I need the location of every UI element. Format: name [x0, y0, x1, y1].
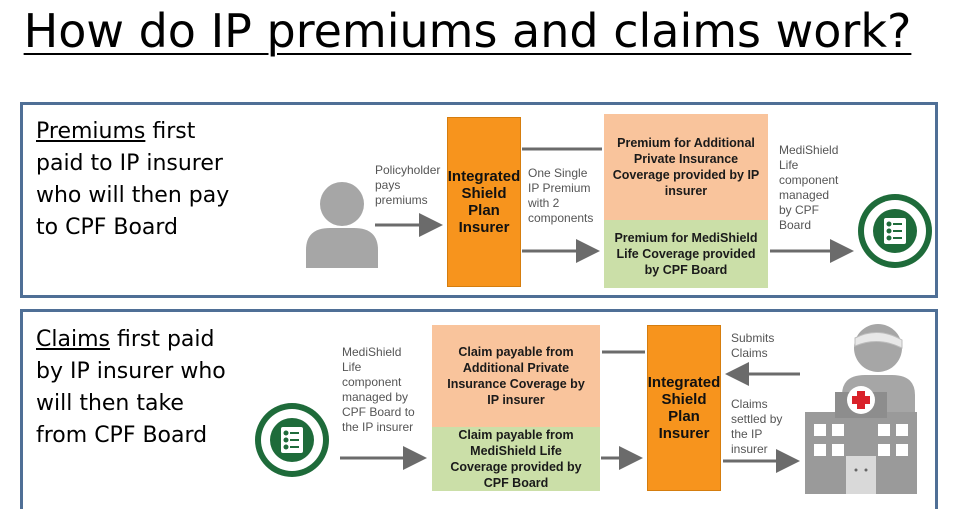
cpf-seal-icon [858, 194, 932, 268]
cpf-seal-icon [255, 403, 329, 477]
policyholder-person-icon [306, 182, 378, 268]
